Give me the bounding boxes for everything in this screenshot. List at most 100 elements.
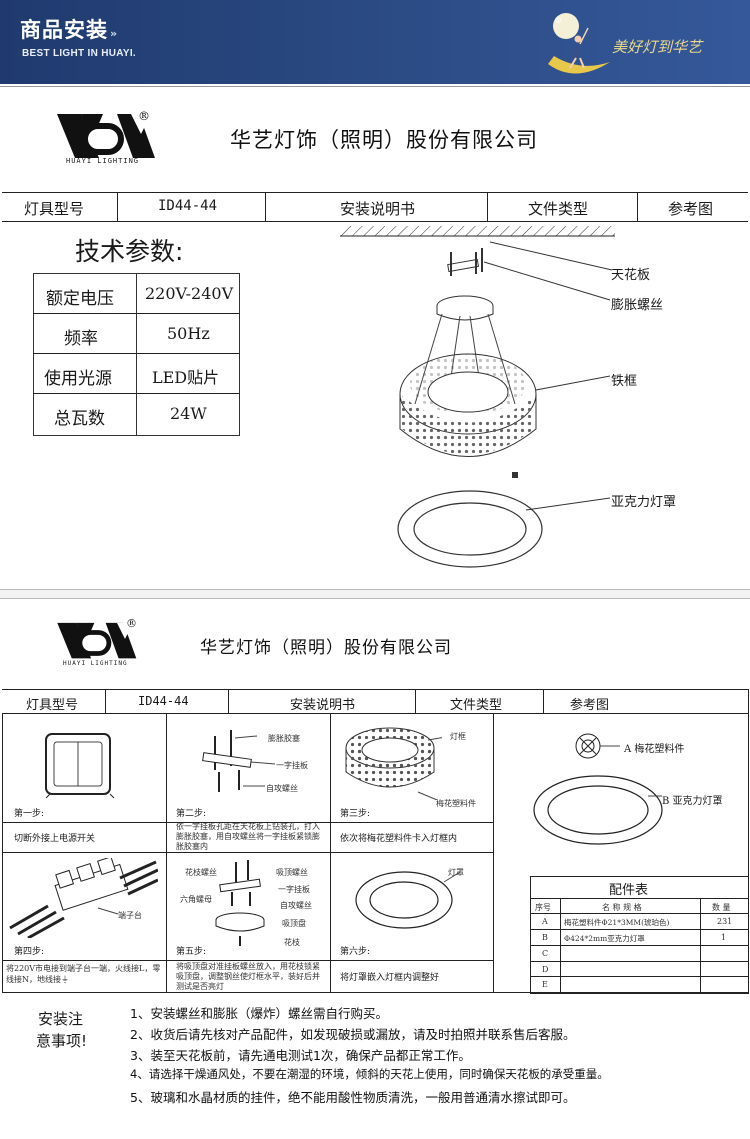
callout-expansion-screw: 膨胀螺丝 (611, 298, 664, 313)
banner-title: 商品安装» (20, 18, 119, 42)
callout-iron-frame: 铁框 (611, 374, 638, 389)
table-rule (530, 913, 748, 914)
step-desc: 将吸顶盘对准挂板螺丝放入，用花枝锁紧吸顶盘，调整钢丝使灯框水平，装好后并测试是否… (176, 962, 320, 991)
note-item: 2、收货后请先核对产品配件，如发现破损或漏放，请及时拍照并联系售后客服。 (130, 1027, 576, 1042)
parts-row-qty: 231 (717, 917, 733, 926)
spec-value: 24W (170, 404, 207, 423)
step-label: 第一步: (14, 809, 45, 819)
parts-row-no: C (542, 949, 549, 958)
step-desc: 依一字挂板孔距在天花板上钻装孔，打入膨胀胶塞，用自攻螺丝将一字挂板紧锁膨胀胶塞内 (176, 822, 320, 851)
table-rule (2, 852, 493, 853)
step-desc: 将灯罩嵌入灯框内调整好 (340, 973, 440, 983)
table-rule (2, 822, 493, 823)
table-rule (530, 929, 748, 930)
table-rule (265, 192, 266, 222)
parts-header: 数 量 (712, 903, 731, 912)
parts-row-qty: 1 (721, 933, 727, 942)
notes-title-line1: 安装注 (38, 1010, 84, 1028)
banner-slogan: 美好灯到华艺 (612, 38, 703, 56)
table-rule (493, 713, 494, 993)
table-rule (487, 192, 488, 222)
registered-mark: ® (126, 617, 137, 630)
table-rule (415, 689, 416, 713)
file-type-value: 参考图 (570, 698, 610, 713)
table-rule (2, 713, 748, 714)
part-label: 自攻螺丝 (266, 784, 298, 793)
step-label: 第五步: (176, 947, 207, 957)
exploded-view-drawing (340, 226, 615, 568)
table-rule (2, 689, 748, 690)
note-item: 5、玻璃和水晶材质的挂件，绝不能用酸性物质清洗，一般用普通清水擦试即可。 (130, 1090, 576, 1105)
note-item: 3、装至天花板前，请先通电测试1次，确保产品都正常工作。 (130, 1048, 471, 1063)
parts-row-no: E (542, 980, 548, 989)
spec-value: 50Hz (167, 324, 210, 343)
part-label: 端子台 (118, 911, 142, 920)
part-label: 花枝螺丝 (185, 868, 217, 877)
part-label: 梅花塑料件 (436, 799, 476, 808)
canopy-assembly-drawing (215, 860, 265, 946)
bracket-screws-drawing (202, 730, 276, 792)
note-item: 1、安装螺丝和膨胀（爆炸）螺丝需自行购买。 (130, 1006, 388, 1021)
registered-mark: ® (138, 109, 150, 123)
wall-switch-drawing (45, 733, 115, 799)
spec-label: 使用光源 (44, 369, 112, 389)
part-label: 吸顶螺丝 (276, 868, 308, 877)
note-item: 4、请选择干燥通风处，不要在潮湿的环境，倾斜的天花上使用，同时确保天花板的承受重… (130, 1067, 609, 1081)
table-rule (117, 192, 118, 222)
parts-table-title: 配件表 (609, 883, 649, 898)
file-type-value: 参考图 (668, 200, 714, 218)
table-rule (2, 713, 3, 993)
specs-title: 技术参数: (75, 237, 184, 266)
model-label: 灯具型号 (24, 200, 85, 218)
notes-title-line2: 意事项! (36, 1032, 88, 1050)
parts-table (530, 876, 749, 994)
parts-header: 序号 (535, 903, 551, 912)
part-label: 膨胀胶塞 (268, 734, 300, 743)
table-rule (560, 898, 561, 992)
huayi-logo (57, 622, 137, 659)
part-label: 吸顶盘 (282, 919, 306, 928)
table-rule (637, 192, 638, 222)
callout-acrylic-shade: 亚克力灯罩 (611, 495, 677, 510)
part-label: 一字挂板 (276, 761, 308, 770)
parts-row-no: B (542, 933, 548, 942)
step-desc: 将220V市电接到端子台一端，火线接L，零线接N，地线接⏚ (6, 964, 161, 984)
table-rule (2, 960, 493, 961)
model-value: ID44-44 (158, 198, 218, 214)
spec-label: 频率 (64, 329, 98, 349)
table-rule (530, 945, 748, 946)
file-type-label: 文件类型 (528, 200, 589, 218)
terminal-block-drawing (9, 858, 158, 938)
sheet-separator (0, 589, 750, 599)
callout-ceiling: 天花板 (611, 268, 651, 283)
part-label: 一字挂板 (278, 885, 310, 894)
logo-caption: HUAYI LIGHTING (63, 660, 128, 667)
parts-row-name: Φ424*2mm亚克力灯罩 (564, 934, 645, 943)
table-rule (700, 898, 701, 992)
huayi-logo (57, 114, 155, 158)
table-rule (330, 713, 331, 993)
part-label: 六角螺母 (180, 895, 212, 904)
step-desc: 切断外接上电源开关 (14, 834, 96, 844)
part-label: 灯罩 (448, 868, 464, 877)
header-banner: 商品安装» BEST LIGHT IN HUAYI. 美好灯到华艺 (0, 0, 750, 84)
doc-title: 安装说明书 (340, 200, 416, 218)
table-rule (748, 689, 749, 993)
part-label: 自攻螺丝 (280, 901, 312, 910)
table-rule (228, 689, 229, 713)
step-label: 第二步: (176, 809, 207, 819)
step-desc: 依次将梅花塑料件卡入灯框内 (340, 834, 458, 844)
part-callout-a: A 梅花塑料件 (624, 744, 685, 755)
step-label: 第三步: (340, 809, 371, 819)
table-rule (166, 713, 167, 993)
moon-girl-illustration (548, 13, 610, 74)
step-label: 第四步: (14, 947, 45, 957)
shade-ring-drawing (355, 871, 461, 929)
parts-row-no: D (542, 965, 549, 974)
model-value: ID44-44 (138, 694, 189, 708)
company-name: 华艺灯饰（照明）股份有限公司 (200, 638, 452, 658)
parts-header: 名 称 规 格 (602, 903, 642, 912)
table-rule (530, 898, 748, 899)
doc-title: 安装说明书 (290, 698, 356, 713)
table-rule (2, 192, 748, 193)
